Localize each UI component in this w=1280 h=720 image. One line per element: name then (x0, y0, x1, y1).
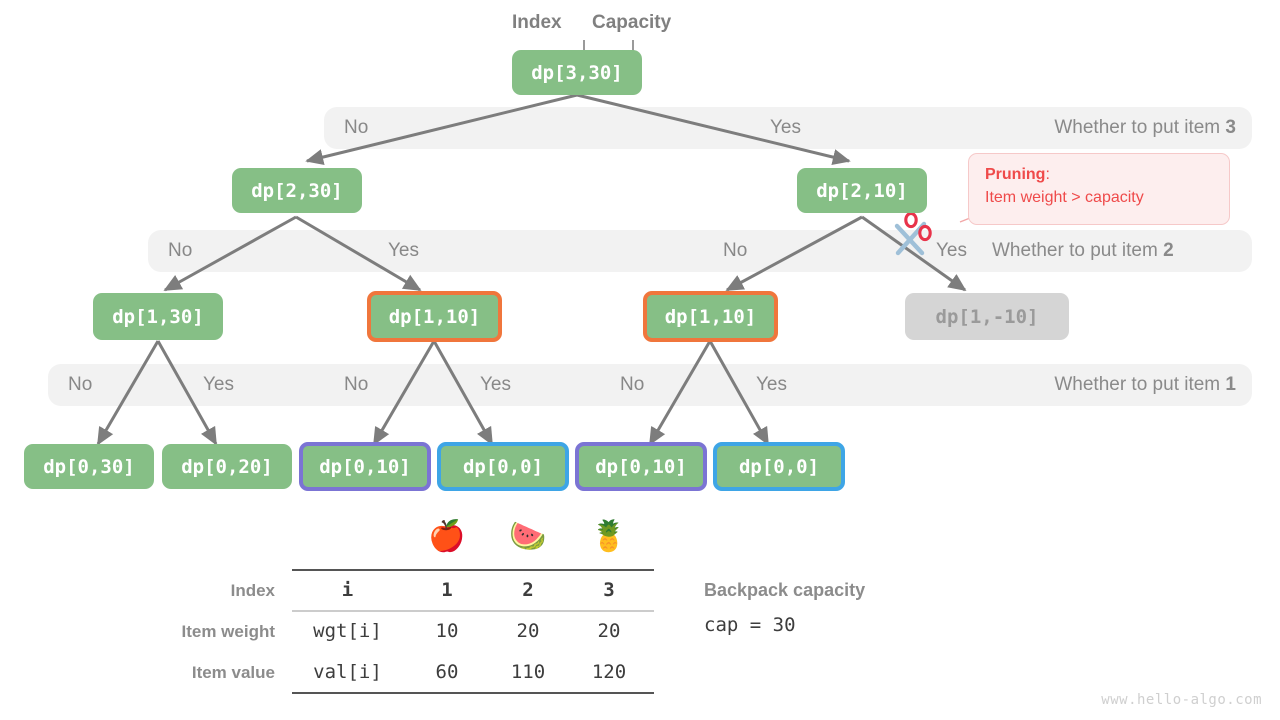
watermark: www.hello-algo.com (1101, 692, 1262, 708)
apple-icon: 🍎 (428, 520, 466, 553)
row-value-value-3: 120 (591, 661, 627, 683)
band-1-choice-yes-3: Yes (756, 374, 787, 395)
row-weight-value-2: 20 (516, 620, 540, 642)
band-3-choice-yes: Yes (770, 117, 801, 138)
band-3-item-number: 3 (1225, 117, 1236, 138)
capacity-note: Backpack capacity cap = 30 (704, 580, 865, 636)
leaf-dp-0-10-first[interactable]: dp[0,10] (299, 442, 431, 491)
row-index-value-1: 1 (441, 579, 453, 601)
capacity-note-value: cap = 30 (704, 614, 796, 636)
row-value-value-1: 60 (435, 661, 459, 683)
index-header-label: Index (512, 12, 562, 33)
row-weight-value-1: 10 (435, 620, 459, 642)
leaf-dp-0-0-second[interactable]: dp[0,0] (713, 442, 845, 491)
table-rule-mid (292, 610, 654, 612)
band-1-question-text: Whether to put item (1054, 374, 1226, 395)
band-1-question: Whether to put item 1 (1054, 374, 1236, 396)
band-1-choice-yes-2: Yes (480, 374, 511, 395)
pruning-callout-colon: : (1045, 166, 1050, 183)
decision-band-item-3: No Yes Whether to put item 3 (324, 107, 1252, 149)
pruning-callout-title: Pruning (985, 166, 1046, 183)
row-index-value-2: 2 (522, 579, 534, 601)
band-2-choice-no-1: No (168, 240, 193, 261)
node-dp-1-30[interactable]: dp[1,30] (93, 293, 223, 340)
row-value-key: val[i] (313, 661, 382, 683)
pruning-callout-title-line: Pruning: (985, 163, 1215, 186)
node-dp-1-10-left[interactable]: dp[1,10] (367, 291, 502, 342)
band-1-choice-no-2: No (344, 374, 369, 395)
band-2-question-text: Whether to put item (992, 240, 1164, 261)
pruning-callout-text: Item weight > capacity (985, 189, 1144, 207)
row-label-item-value: Item value (191, 663, 275, 682)
node-dp-3-30[interactable]: dp[3,30] (512, 50, 642, 95)
band-1-choice-yes-1: Yes (203, 374, 234, 395)
decision-band-item-2: No Yes No Yes Whether to put item 2 (148, 230, 1252, 272)
row-label-index: Index (230, 581, 275, 600)
band-1-choice-no-1: No (68, 374, 93, 395)
band-3-question: Whether to put item 3 (1054, 117, 1236, 139)
leaf-dp-0-30[interactable]: dp[0,30] (24, 444, 154, 489)
index-pointer-tick (583, 40, 585, 56)
band-2-choice-yes-2: Yes (936, 240, 967, 261)
capacity-note-title: Backpack capacity (704, 580, 866, 600)
row-value-value-2: 110 (510, 661, 546, 683)
band-2-choice-no-2: No (723, 240, 748, 261)
watermelon-icon: 🍉 (509, 520, 547, 553)
leaf-dp-0-10-second[interactable]: dp[0,10] (575, 442, 707, 491)
row-index-value-3: 3 (603, 579, 615, 601)
row-label-item-weight: Item weight (181, 622, 275, 641)
band-2-item-number: 2 (1163, 240, 1174, 261)
node-dp-2-10[interactable]: dp[2,10] (797, 168, 927, 213)
node-dp-1-10-right[interactable]: dp[1,10] (643, 291, 778, 342)
leaf-dp-0-20[interactable]: dp[0,20] (162, 444, 292, 489)
band-2-choice-yes-1: Yes (388, 240, 419, 261)
band-3-question-text: Whether to put item (1054, 117, 1226, 138)
band-1-choice-no-3: No (620, 374, 645, 395)
row-index-key: i (341, 579, 354, 601)
capacity-pointer-tick (632, 40, 634, 56)
pruning-callout: Pruning: Item weight > capacity (968, 153, 1230, 225)
table-rule-top (292, 569, 654, 571)
leaf-dp-0-0-first[interactable]: dp[0,0] (437, 442, 569, 491)
row-weight-value-3: 20 (597, 620, 621, 642)
decision-band-item-1: No Yes No Yes No Yes Whether to put item… (48, 364, 1252, 406)
row-weight-key: wgt[i] (313, 620, 382, 642)
capacity-header-label: Capacity (592, 12, 672, 33)
band-3-choice-no: No (344, 117, 369, 138)
node-dp-2-30[interactable]: dp[2,30] (232, 168, 362, 213)
pineapple-icon: 🍍 (590, 520, 628, 553)
node-dp-1-minus10-pruned: dp[1,-10] (905, 293, 1069, 340)
table-rule-bottom (292, 692, 654, 694)
band-1-item-number: 1 (1225, 374, 1236, 395)
band-2-question: Whether to put item 2 (992, 240, 1174, 262)
